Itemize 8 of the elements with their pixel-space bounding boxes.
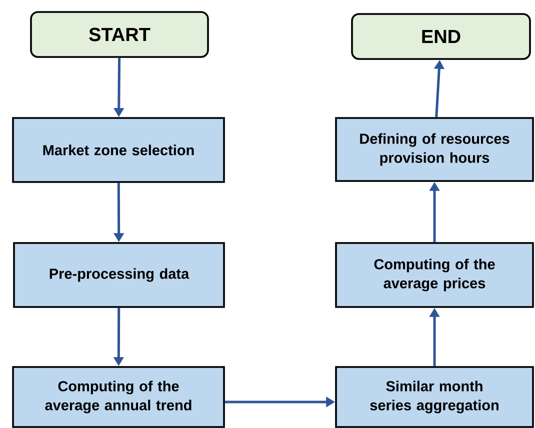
terminal-box: START <box>30 11 209 58</box>
process-box: Defining of resources provision hours <box>335 117 534 182</box>
process-box: Pre-processing data <box>13 242 225 308</box>
process-box: Computing of the average prices <box>335 242 534 308</box>
process-box: Market zone selection <box>12 117 225 183</box>
terminal-box: END <box>351 13 531 60</box>
process-box: Computing of the average annual trend <box>12 366 225 428</box>
process-box: Similar month series aggregation <box>335 366 534 428</box>
